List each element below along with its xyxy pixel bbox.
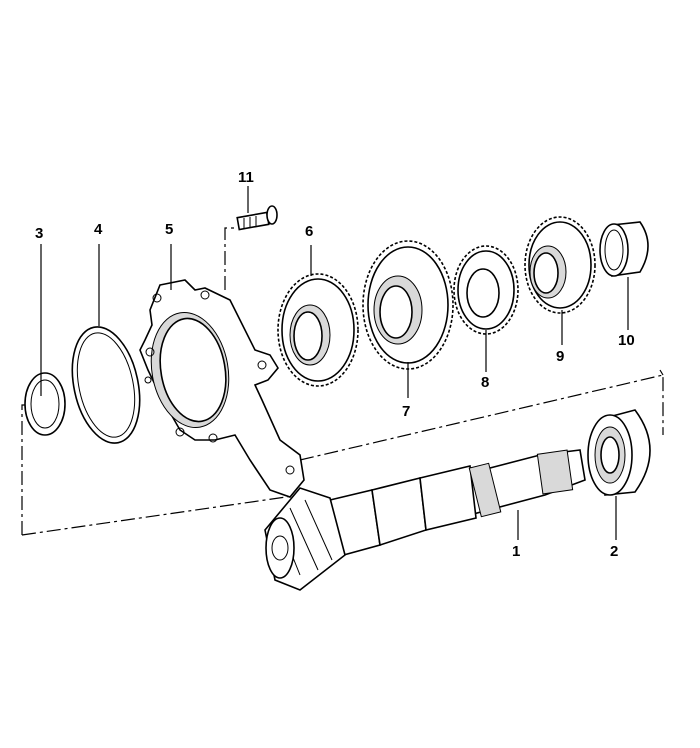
part-5-retainer-plate [139, 279, 305, 498]
part-label-10: 10 [618, 332, 635, 349]
part-9-gear [524, 216, 596, 314]
part-11-bolt [236, 205, 278, 231]
part-4-o-ring [71, 326, 141, 444]
part-6-gear [277, 273, 359, 387]
part-labels: 1 2 3 4 5 6 7 8 9 10 11 [35, 169, 635, 560]
part-label-6: 6 [305, 223, 313, 240]
part-label-9: 9 [556, 348, 564, 365]
part-7-gear [362, 240, 454, 370]
part-label-4: 4 [94, 221, 103, 238]
part-2-bearing [587, 409, 651, 496]
part-label-1: 1 [512, 543, 520, 560]
part-3-snap-ring [24, 372, 66, 436]
part-label-5: 5 [165, 221, 173, 238]
part-label-2: 2 [610, 543, 618, 560]
part-label-3: 3 [35, 225, 43, 242]
part-10-bushing [599, 221, 649, 277]
part-label-11: 11 [238, 169, 254, 186]
part-label-7: 7 [402, 403, 410, 420]
part-1-pinion-shaft [264, 449, 586, 591]
leader-lines [40, 186, 629, 540]
part-label-8: 8 [481, 374, 489, 391]
part-8-gear [453, 245, 519, 335]
